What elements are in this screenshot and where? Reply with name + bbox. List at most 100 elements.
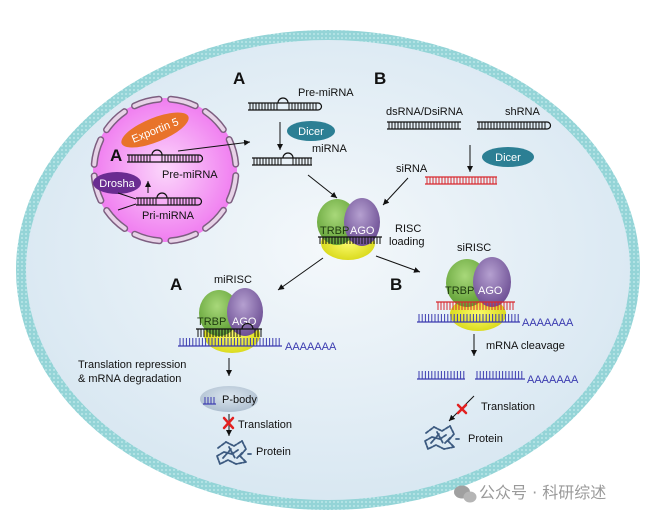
p-body-label: P-body: [222, 394, 257, 406]
protein-icon-b: [424, 425, 461, 450]
protein-chain: [235, 461, 247, 465]
protein-chain: [217, 441, 227, 449]
sirisc-ago-label: AGO: [478, 285, 503, 297]
nuclear-pore-highlight: [227, 137, 238, 167]
nuclear-pore-highlight: [104, 109, 127, 132]
panel-label-bottom-b: B: [390, 275, 402, 294]
pri-mirna-tail-top: [117, 192, 137, 200]
protein-chain: [444, 436, 452, 444]
wechat-icon: [454, 485, 477, 503]
nuclear-envelope-pores: [90, 95, 240, 245]
sirna-label: siRNA: [396, 163, 428, 175]
protein-chain: [449, 425, 455, 435]
protein-chain: [239, 455, 247, 463]
hairpin-loop: [317, 102, 323, 111]
export-arrow: [177, 139, 251, 152]
sirisc-cleaved-poly-a: AAAAAAA: [527, 374, 579, 386]
mirna-duplex: [252, 152, 312, 166]
risc-ago-label: AGO: [350, 225, 375, 237]
nuclear-pore-highlight: [132, 232, 162, 243]
nuclear-pore-highlight: [227, 173, 238, 203]
mirisc-bulge: [241, 322, 254, 330]
risc-to-mirisc-arrow: [277, 257, 324, 291]
mirna-label: miRNA: [312, 143, 347, 155]
sirna-to-risc-arrow: [382, 177, 409, 206]
risc-loading-label-1: RISC: [395, 223, 421, 235]
nuclear-pore-highlight: [203, 109, 226, 132]
panel-label-nucleus-a: A: [110, 146, 122, 165]
dicer-a-label: Dicer: [298, 126, 324, 138]
mirna-to-risc-arrow: [307, 174, 338, 199]
risc-complex: TRBP AGO: [317, 198, 382, 260]
shrna-hairpin: [477, 121, 552, 130]
bulge: [277, 97, 289, 104]
sirisc-complex: TRBP AGO: [436, 257, 515, 331]
p-body-rna: [203, 397, 216, 405]
dicer-b: Dicer: [482, 147, 534, 167]
mirisc-target-mrna: [178, 338, 282, 347]
protein-chain: [225, 441, 235, 447]
pri-mirna-label: Pri-miRNA: [142, 210, 195, 222]
risc-to-sirisc-arrow: [375, 255, 421, 273]
protein-chain: [216, 451, 225, 457]
protein-chain: [427, 444, 437, 450]
protein-chain: [433, 426, 443, 432]
sirisc-protein-label: Protein: [468, 433, 503, 445]
sirisc-trbp-label: TRBP: [445, 285, 474, 297]
protein-chain: [233, 440, 243, 447]
p-body: P-body: [200, 386, 258, 412]
drosha: Drosha: [93, 172, 141, 194]
watermark-text: 公众号 · 科研综述: [479, 483, 606, 502]
sirisc-guide-strand: [436, 301, 515, 310]
protein-chain: [441, 425, 451, 432]
mirisc-complex: TRBP AGO: [196, 288, 263, 353]
pri-mirna-hairpin: [136, 192, 203, 206]
nuclear-pore-highlight: [132, 97, 162, 108]
nuclear-pore-highlight: [203, 208, 226, 231]
mirisc-outcome-1: Translation repression: [78, 359, 186, 371]
dsrna-duplex: [387, 121, 461, 130]
cleaved-mrna-fragment-2: [475, 371, 525, 380]
panel-label-bottom-a: A: [170, 275, 182, 294]
nuclear-pore-highlight: [92, 137, 103, 167]
dicer-b-label: Dicer: [495, 152, 521, 164]
nuclear-pore-highlight: [168, 97, 198, 108]
protein-chain: [227, 459, 237, 465]
hairpin-loop: [546, 121, 552, 130]
sirisc-title: siRISC: [457, 242, 491, 254]
mirisc-poly-a: AAAAAAA: [285, 341, 337, 353]
hairpin-loop: [197, 197, 203, 206]
panel-label-top-a: A: [233, 69, 245, 88]
protein-chain: [236, 451, 244, 459]
risc-trbp-label: TRBP: [320, 225, 349, 237]
mirisc-translation-label: Translation: [238, 419, 292, 431]
cleaved-mrna-fragment-1: [417, 371, 465, 380]
risc-loading-label-2: loading: [389, 236, 424, 248]
sirna-duplex: [425, 176, 497, 185]
nuclear-pore-highlight: [168, 232, 198, 243]
bulge: [156, 192, 168, 199]
sirisc-translation-label: Translation: [481, 401, 535, 413]
pre-mirna-label: Pre-miRNA: [298, 87, 354, 99]
pri-mirna-tail-bottom: [117, 203, 137, 211]
protein-chain: [241, 440, 247, 450]
sirisc-cleavage-label: mRNA cleavage: [486, 340, 565, 352]
nuclear-pre-mirna-hairpin: [127, 149, 204, 163]
drosha-label: Drosha: [99, 178, 135, 190]
translation-block-icon-b: [456, 403, 468, 415]
protein-chain: [443, 446, 455, 450]
mirisc-protein-label: Protein: [256, 446, 291, 458]
mirisc-guide-strand: [196, 322, 262, 337]
sirisc-poly-a: AAAAAAA: [522, 317, 574, 329]
risc-guide-strand: [318, 236, 382, 244]
mirisc-outcome-2: & mRNA degradation: [78, 373, 181, 385]
protein-chain: [219, 459, 229, 465]
protein-chain: [216, 455, 221, 465]
protein-chain: [425, 426, 435, 434]
protein-chain: [424, 440, 429, 450]
protein-icon-a: [216, 440, 253, 465]
dsrna-label: dsRNA/DsiRNA: [386, 106, 464, 118]
mirisc-trbp-label: TRBP: [197, 316, 226, 328]
protein-chain: [424, 436, 433, 442]
